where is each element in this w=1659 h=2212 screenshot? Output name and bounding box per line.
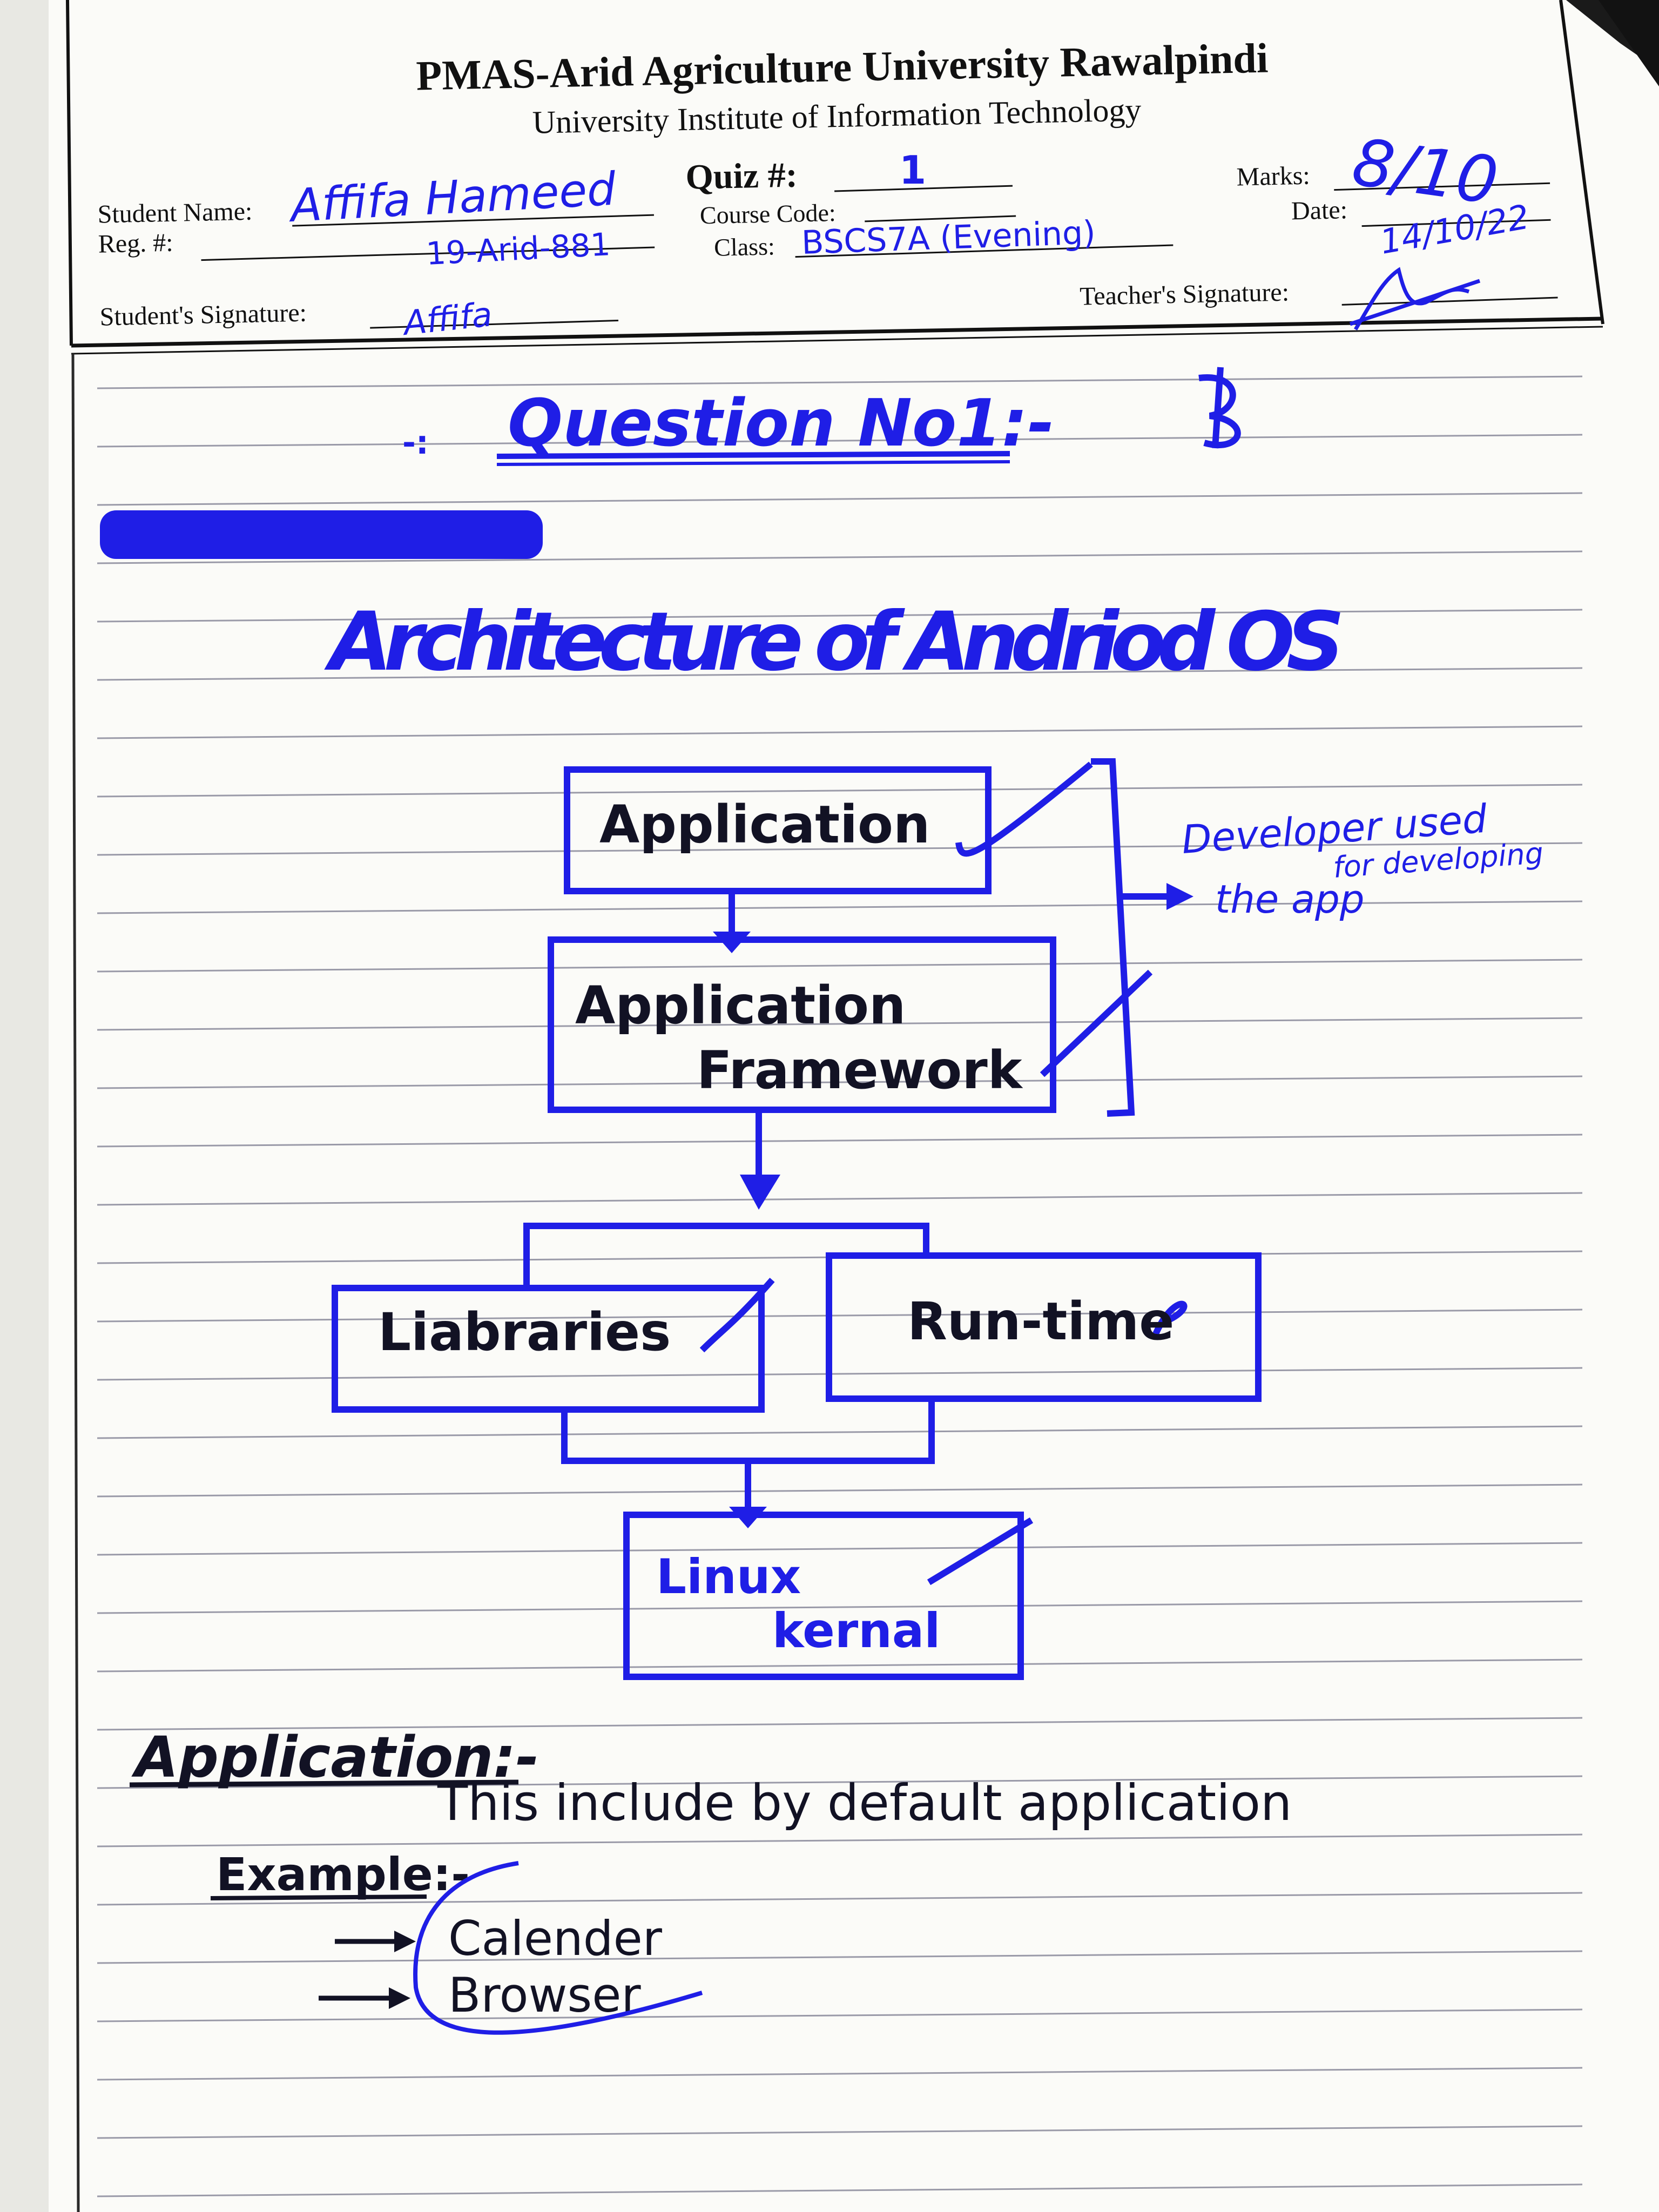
reg-underline: [201, 246, 655, 261]
scribbled-out-text: [100, 510, 543, 559]
ruled-line: [97, 1309, 1583, 1323]
paper-left-edge: [0, 0, 49, 2212]
quiz-value: 1: [899, 147, 926, 193]
teacher-signature-label: Teacher's Signature:: [1080, 278, 1290, 311]
check-libraries: [699, 1278, 775, 1353]
class-underline: [795, 244, 1174, 258]
example-label: Example:-: [216, 1848, 470, 1901]
teacher-signature-scribble: [1349, 267, 1481, 331]
ruled-line: [97, 1017, 1583, 1031]
ruled-line: [97, 1367, 1583, 1381]
date-underline: [1361, 219, 1551, 227]
label-runtime: Run-time: [907, 1291, 1174, 1352]
examples-check-mark: [413, 1861, 703, 2035]
ruled-line: [97, 1658, 1583, 1673]
ruled-line: [97, 1483, 1583, 1498]
ruled-line: [97, 375, 1583, 389]
section-heading: Application:-: [131, 1724, 539, 1790]
box-framework: [548, 936, 1056, 1113]
ruled-line: [97, 842, 1583, 856]
student-name-underline: [292, 214, 654, 227]
student-name-label: Student Name:: [97, 197, 253, 229]
ruled-line: [97, 1950, 1583, 1964]
side-bracket: [1091, 758, 1135, 1117]
course-code-underline: [865, 215, 1016, 222]
grader-mark-icon: [1198, 367, 1241, 449]
ruled-line: [97, 2125, 1583, 2139]
box-runtime: [826, 1252, 1262, 1402]
architecture-title: Architecture of Andriod OS: [324, 595, 1345, 689]
label-framework-2: Framework: [697, 1040, 1023, 1101]
student-signature-value: Affifa: [400, 294, 494, 343]
ruled-line: [97, 1600, 1583, 1614]
example-arrows: [319, 1931, 416, 2009]
ruled-line: [97, 434, 1583, 448]
check-application: [955, 761, 1093, 857]
corner-shadow: [1599, 0, 1659, 86]
question-underline: [496, 451, 1010, 459]
ruled-line: [97, 1192, 1583, 1206]
label-application: Application: [599, 794, 930, 855]
ruled-line: [97, 2008, 1583, 2022]
ruled-line: [97, 2183, 1583, 2197]
architecture-diagram: [332, 758, 1262, 1680]
reg-label: Reg. #:: [98, 228, 173, 259]
ruled-line: [97, 609, 1583, 623]
quiz-underline: [834, 185, 1013, 192]
check-kernel: [927, 1517, 1034, 1586]
label-kernel-1: Linux: [656, 1549, 801, 1604]
ruled-line: [97, 2067, 1583, 2081]
header-frame: [66, 0, 1604, 355]
check-runtime: [1152, 1300, 1188, 1336]
ruled-line: [97, 900, 1583, 914]
ruled-line: [97, 959, 1583, 973]
example-underline: [210, 1894, 427, 1900]
ruled-line: [97, 725, 1583, 739]
box-kernel: [623, 1512, 1024, 1680]
label-kernel-2: kernal: [772, 1603, 940, 1658]
ruled-line: [97, 492, 1583, 506]
box-libraries: [332, 1285, 765, 1413]
side-note-line-3: the app: [1215, 876, 1365, 922]
teacher-signature-underline: [1341, 296, 1558, 306]
student-signature-underline: [370, 319, 619, 329]
label-framework-1: Application: [575, 975, 906, 1036]
check-framework: [1040, 969, 1153, 1077]
course-code-label: Course Code:: [699, 199, 836, 229]
class-label: Class:: [714, 232, 775, 261]
question-underline-2: [496, 460, 1010, 466]
example-item: Calender: [448, 1911, 663, 1966]
quiz-label: Quiz #:: [685, 155, 798, 197]
date-label: Date:: [1291, 195, 1347, 225]
example-item: Browser: [448, 1967, 641, 2023]
section-heading-underline: [129, 1779, 519, 1788]
diagram-arrowheads: [713, 883, 1193, 1528]
ruled-line: [97, 1542, 1583, 1556]
marks-label: Marks:: [1236, 161, 1310, 192]
ruled-line: [97, 1134, 1583, 1148]
ruled-line: [97, 1833, 1583, 1847]
student-signature-label: Student's Signature:: [99, 299, 307, 332]
ruled-lines: [97, 375, 1583, 2197]
ruled-line: [97, 1775, 1583, 1789]
ruled-line: [97, 667, 1583, 681]
ruled-line: [97, 784, 1583, 798]
ruled-line: [97, 550, 1583, 564]
left-margin-line: [71, 353, 80, 2212]
question-prefix: -:: [402, 424, 429, 462]
box-application: [564, 766, 992, 894]
ruled-line: [97, 1892, 1583, 1906]
ruled-line: [97, 1425, 1583, 1439]
label-libraries: Liabraries: [378, 1302, 671, 1363]
bracket-libs-runtime-top: [523, 1223, 929, 1288]
section-text: This include by default application: [437, 1774, 1292, 1832]
marks-underline: [1334, 182, 1550, 191]
ruled-line: [97, 1717, 1583, 1731]
question-heading: Question No1:-: [508, 386, 1055, 461]
ruled-line: [97, 1075, 1583, 1089]
